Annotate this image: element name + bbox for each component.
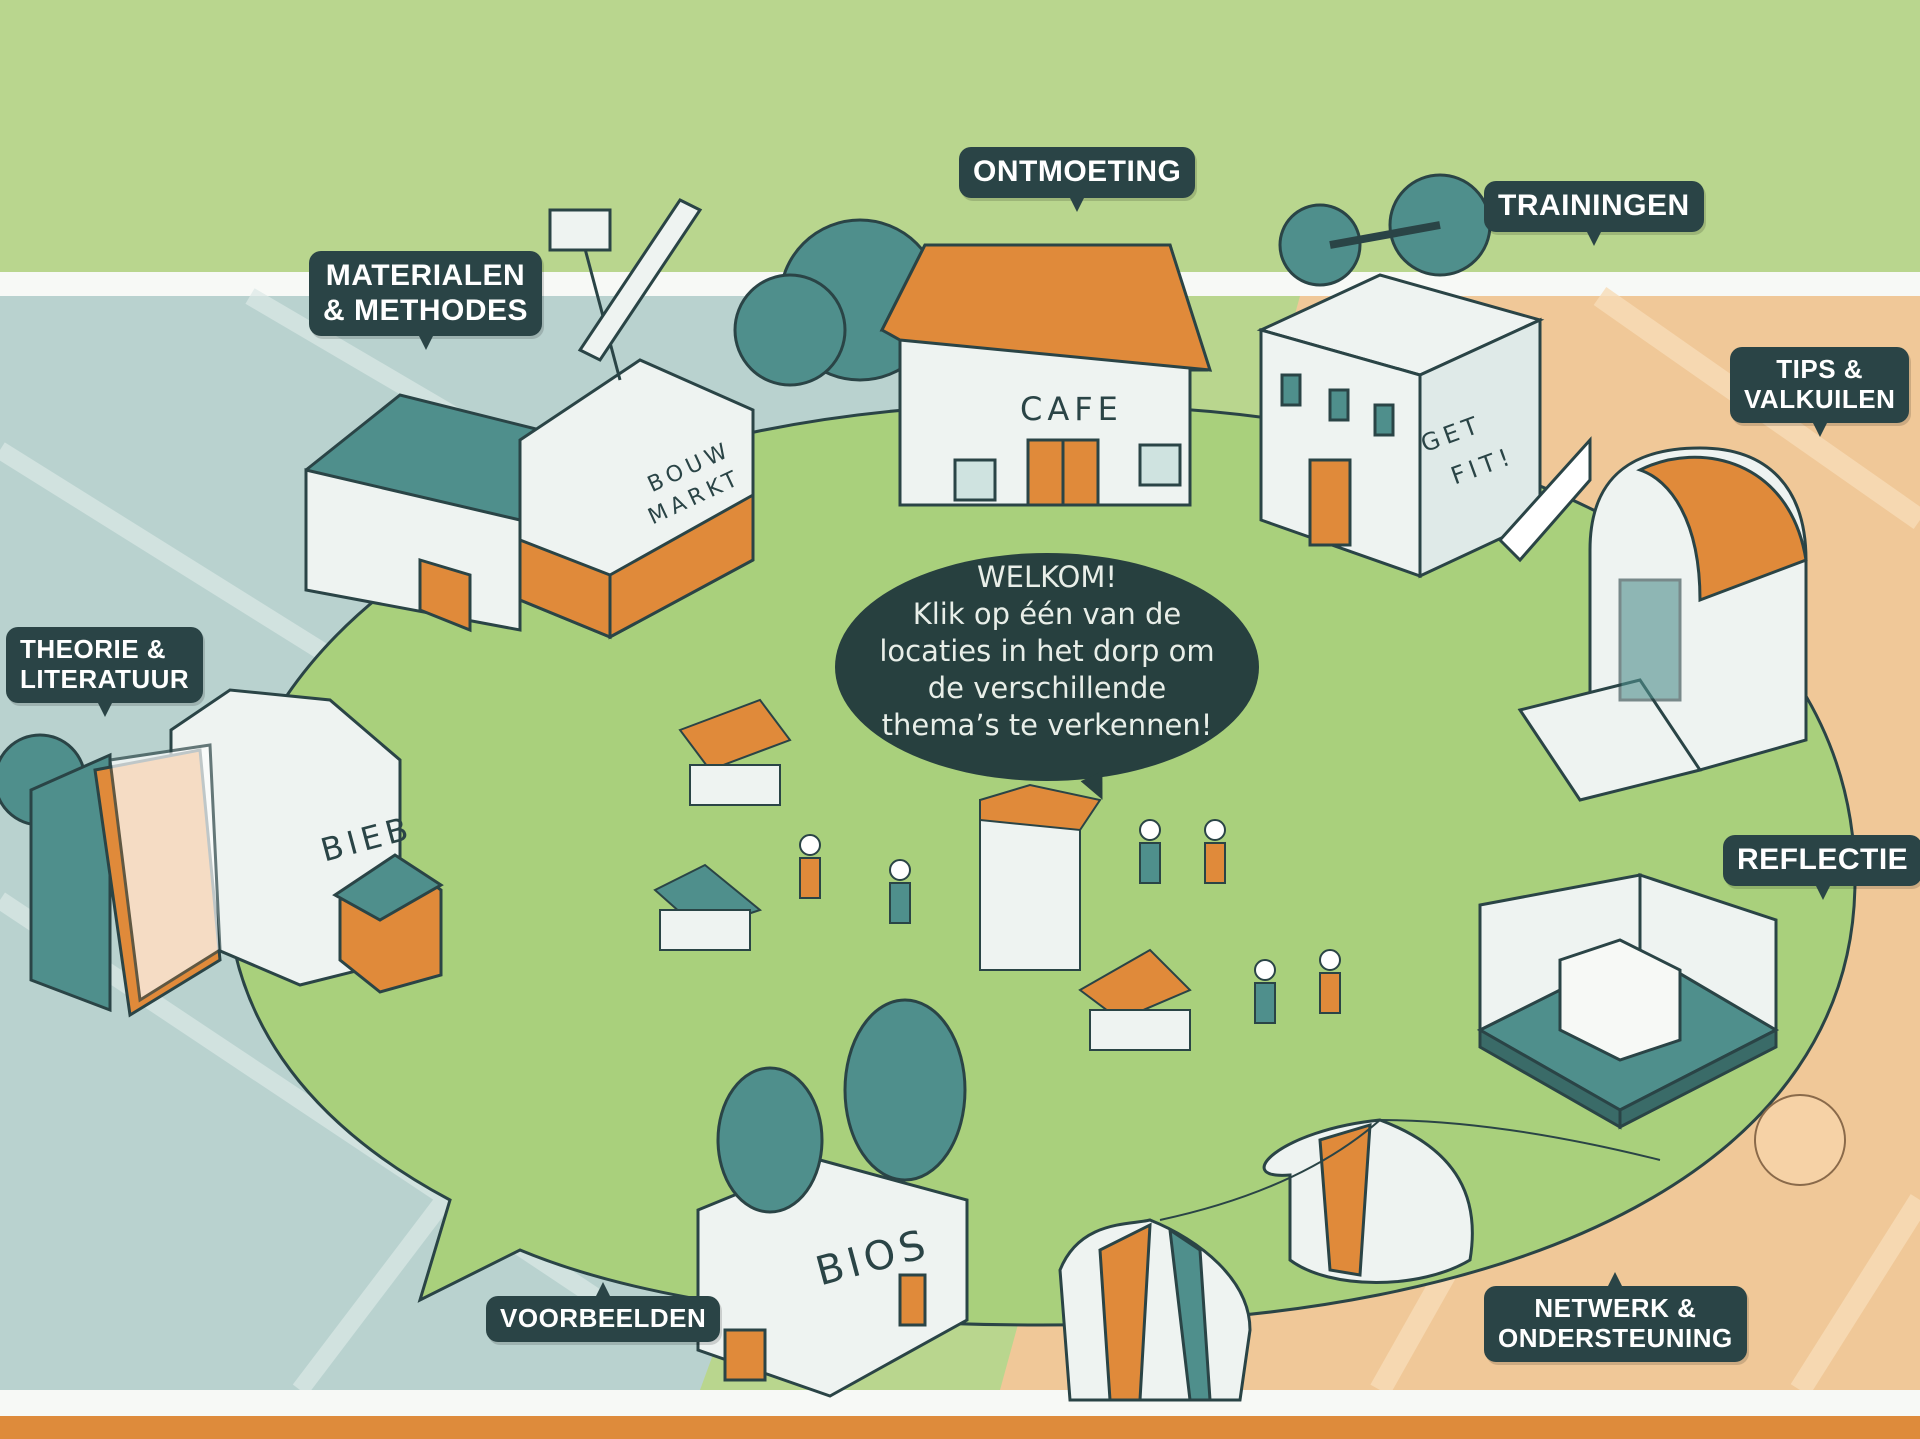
label-line: THEORIE & [20, 634, 167, 664]
welcome-bubble: WELKOM! Klik op één van de locaties in h… [835, 553, 1259, 781]
label-trainingen[interactable]: TRAININGEN [1484, 181, 1704, 245]
label-voorbeelden[interactable]: VOORBEELDEN [486, 1282, 721, 1342]
label-line: & METHODES [323, 293, 529, 327]
welcome-title: WELKOM! [976, 560, 1118, 594]
reflectie-room[interactable] [1476, 872, 1780, 1130]
label-tips-valkuilen[interactable]: TIPS & VALKUILEN [1730, 347, 1910, 437]
label-ontmoeting[interactable]: ONTMOETING [959, 147, 1196, 211]
label-line: LITERATUUR [20, 663, 190, 694]
gym-building[interactable] [1256, 173, 1592, 579]
tree [1754, 1094, 1846, 1186]
label-line: NETWERK & [1534, 1293, 1697, 1323]
tree [733, 273, 847, 387]
label-materialen-methodes[interactable]: MATERIALEN & METHODES [309, 251, 543, 350]
circus-tents[interactable] [1058, 1118, 1661, 1402]
bottom-orange-band [0, 1416, 1920, 1439]
bouwmarkt-building[interactable] [304, 198, 755, 640]
theater-stage[interactable] [1517, 446, 1808, 802]
market-stalls [653, 698, 1192, 1051]
welcome-line: de verschillende [927, 671, 1167, 705]
label-reflectie[interactable]: REFLECTIE [1723, 835, 1920, 899]
bios-building[interactable] [696, 998, 969, 1398]
welcome-line: thema’s te verkennen! [881, 708, 1213, 742]
welcome-line: locaties in het dorp om [879, 634, 1215, 668]
label-line: ONDERSTEUNING [1498, 1322, 1733, 1353]
people [799, 819, 1341, 1024]
label-line: MATERIALEN [325, 259, 526, 292]
label-theorie-literatuur[interactable]: THEORIE & LITERATUUR [6, 627, 204, 717]
label-line: VALKUILEN [1744, 383, 1896, 414]
welcome-line: Klik op één van de [912, 597, 1182, 631]
bieb-building[interactable] [29, 688, 444, 1018]
cafe-building[interactable] [879, 243, 1213, 507]
label-line: TIPS & [1776, 354, 1864, 384]
label-netwerk-ondersteuning[interactable]: NETWERK & ONDERSTEUNING [1484, 1272, 1747, 1362]
bottom-white-strip [0, 1390, 1920, 1416]
